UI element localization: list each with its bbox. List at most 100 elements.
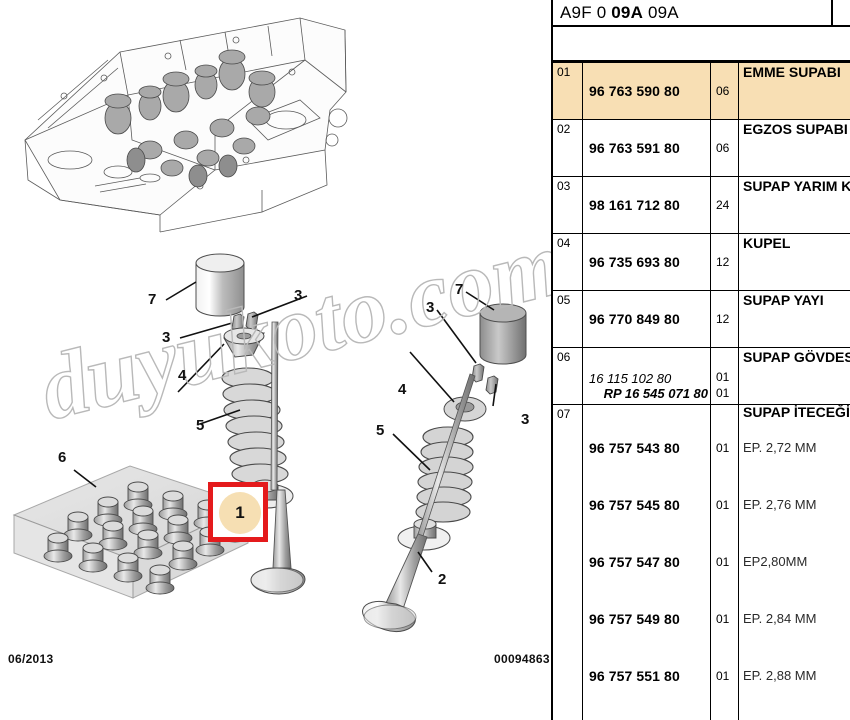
description: SUPAP YARIM K bbox=[743, 178, 850, 194]
part-number: 98 161 712 80 bbox=[589, 197, 680, 213]
variant-row[interactable]: 96 757 551 80 01 EP. 2,88 MM bbox=[583, 647, 850, 704]
row-spec-cell: EP. 2,88 MM bbox=[739, 647, 850, 704]
variant-row[interactable]: 96 757 545 80 01 EP. 2,76 MM bbox=[583, 476, 850, 533]
assembly-code-suffix: 09A bbox=[643, 2, 679, 22]
table-row[interactable]: 02 96 763 591 80 06 EGZOS SUPABI bbox=[553, 120, 850, 177]
row-part-number-cell: 96 757 547 80 bbox=[583, 533, 711, 590]
quantity: 06 bbox=[716, 141, 730, 155]
variant-header: SUPAP İTECEĞİ bbox=[583, 405, 850, 419]
quantity: 01 bbox=[716, 497, 730, 512]
camshaft-lobes bbox=[104, 49, 276, 188]
row-description-cell: SUPAP İTECEĞİ bbox=[739, 405, 850, 419]
row-part-number-cell: 96 757 551 80 bbox=[583, 647, 711, 704]
row-spec-cell: EP. 2,84 MM bbox=[739, 590, 850, 647]
row-spec-cell: EP. 2,72 MM bbox=[739, 419, 850, 476]
variant-row[interactable]: 96 757 547 80 01 EP2,80MM bbox=[583, 533, 850, 590]
intake-valve-left bbox=[250, 321, 306, 595]
table-header-row: A9F 0 09A 09A bbox=[553, 0, 850, 27]
table-row[interactable]: 03 98 161 712 80 24 SUPAP YARIM K bbox=[553, 177, 850, 234]
row-qty-cell: 01 01 bbox=[711, 348, 739, 404]
row-spec-cell: EP. 2,76 MM bbox=[739, 476, 850, 533]
callout-7-left: 7 bbox=[148, 291, 157, 308]
row-index: 07 bbox=[553, 405, 583, 720]
spring-retainer-left bbox=[223, 327, 265, 358]
assembly-code: A9F 0 09A 09A bbox=[553, 3, 679, 23]
tappet-bucket-left bbox=[195, 253, 245, 317]
quantity: 24 bbox=[716, 198, 730, 212]
quantity: 01 bbox=[716, 370, 730, 384]
table-subheader-blank bbox=[553, 27, 850, 63]
part-number-alt: 16 115 102 80 bbox=[589, 371, 672, 386]
quantity: 12 bbox=[716, 312, 730, 326]
valve-spring-right bbox=[415, 426, 474, 523]
row-index: 01 bbox=[553, 63, 583, 119]
row-index: 06 bbox=[553, 348, 583, 404]
row-index: 03 bbox=[553, 177, 583, 233]
table-row[interactable]: 06 16 115 102 80 RP 16 545 071 80 01 01 … bbox=[553, 348, 850, 405]
callout-5-left: 5 bbox=[196, 417, 205, 434]
callout-3-right-upper: 3 bbox=[426, 299, 435, 316]
variant-row[interactable]: 96 757 549 80 01 EP. 2,84 MM bbox=[583, 590, 850, 647]
row-part-number-cell: 16 115 102 80 RP 16 545 071 80 bbox=[583, 348, 711, 404]
highlight-circle-item-1 bbox=[219, 492, 261, 534]
part-number: 96 735 693 80 bbox=[589, 254, 680, 270]
row-description-cell: EGZOS SUPABI bbox=[739, 120, 850, 176]
part-number: 96 763 590 80 bbox=[589, 83, 680, 99]
callout-7-right: 7 bbox=[455, 281, 464, 298]
part-number-replacement: RP 16 545 071 80 bbox=[603, 386, 708, 401]
row-qty-cell: 01 bbox=[711, 476, 739, 533]
callout-3-right-lower: 3 bbox=[521, 411, 530, 428]
callout-6-seal-kit: 6 bbox=[58, 449, 67, 466]
seal-kit-box bbox=[12, 465, 250, 599]
row-description-cell: EMME SUPABI bbox=[739, 63, 850, 119]
row-description-cell: SUPAP GÖVDES bbox=[739, 348, 850, 404]
callout-4-left: 4 bbox=[178, 367, 187, 384]
table-row[interactable]: 01 96 763 590 80 06 EMME SUPABI bbox=[553, 63, 850, 120]
row-qty-cell: 12 bbox=[711, 234, 739, 290]
row-part-number-cell: 96 757 543 80 bbox=[583, 419, 711, 476]
part-number: 96 770 849 80 bbox=[589, 311, 680, 327]
quantity-replacement: 01 bbox=[716, 386, 730, 400]
quantity: 06 bbox=[716, 84, 730, 98]
assembly-code-prefix: A9F 0 bbox=[560, 2, 612, 22]
row-spec-cell: EP. 2,92 MM bbox=[739, 704, 850, 720]
callout-3-left-lower: 3 bbox=[162, 329, 171, 346]
right-valve-assembly bbox=[362, 291, 527, 633]
header-divider bbox=[831, 0, 833, 25]
row-index: 02 bbox=[553, 120, 583, 176]
part-number: 96 757 545 80 bbox=[589, 496, 680, 513]
row-description-cell: SUPAP YAYI bbox=[739, 291, 850, 347]
quantity: 01 bbox=[716, 440, 730, 455]
row-description-cell: SUPAP YARIM K bbox=[739, 177, 850, 233]
parts-table-pane: A9F 0 09A 09A 01 96 763 590 80 06 EMME S… bbox=[551, 0, 850, 720]
row-index: 05 bbox=[553, 291, 583, 347]
parts-diagram-pane: duyukoto.com 7 3 3 4 5 6 7 3 3 4 5 2 1 0… bbox=[8, 17, 551, 666]
quantity: 01 bbox=[716, 668, 730, 683]
row-description-cell: KUPEL bbox=[739, 234, 850, 290]
variant-row[interactable]: 96 757 543 80 01 EP. 2,72 MM bbox=[583, 419, 850, 476]
row07-variants: SUPAP İTECEĞİ 96 757 543 80 01 EP. 2,72 … bbox=[583, 405, 850, 720]
table-row[interactable]: 04 96 735 693 80 12 KUPEL bbox=[553, 234, 850, 291]
row-part-number-cell: 96 757 545 80 bbox=[583, 476, 711, 533]
quantity: 12 bbox=[716, 255, 730, 269]
callout-5-right: 5 bbox=[376, 422, 385, 439]
row-spec-cell: EP2,80MM bbox=[739, 533, 850, 590]
quantity: 01 bbox=[716, 554, 730, 569]
row-qty-cell: 12 bbox=[711, 291, 739, 347]
tappet-bucket-right bbox=[479, 303, 527, 365]
description: SUPAP İTECEĞİ bbox=[743, 405, 850, 419]
exploded-view-drawing bbox=[12, 17, 527, 633]
table-row[interactable]: 05 96 770 849 80 12 SUPAP YAYI bbox=[553, 291, 850, 348]
exhaust-valve-right bbox=[362, 373, 476, 633]
variant-row[interactable]: 96 757 553 80 01 EP. 2,92 MM bbox=[583, 704, 850, 720]
spec: EP. 2,88 MM bbox=[743, 668, 817, 683]
part-number: 96 757 543 80 bbox=[589, 439, 680, 456]
row-qty-cell: 24 bbox=[711, 177, 739, 233]
row-qty-cell: 01 bbox=[711, 419, 739, 476]
reference-number: 00094863 bbox=[494, 652, 550, 666]
row-part-number-cell: 96 735 693 80 bbox=[583, 234, 711, 290]
row-part-number-cell: 96 770 849 80 bbox=[583, 291, 711, 347]
callout-1-highlighted: 1 bbox=[235, 503, 245, 522]
date-label: 06/2013 bbox=[8, 652, 54, 666]
